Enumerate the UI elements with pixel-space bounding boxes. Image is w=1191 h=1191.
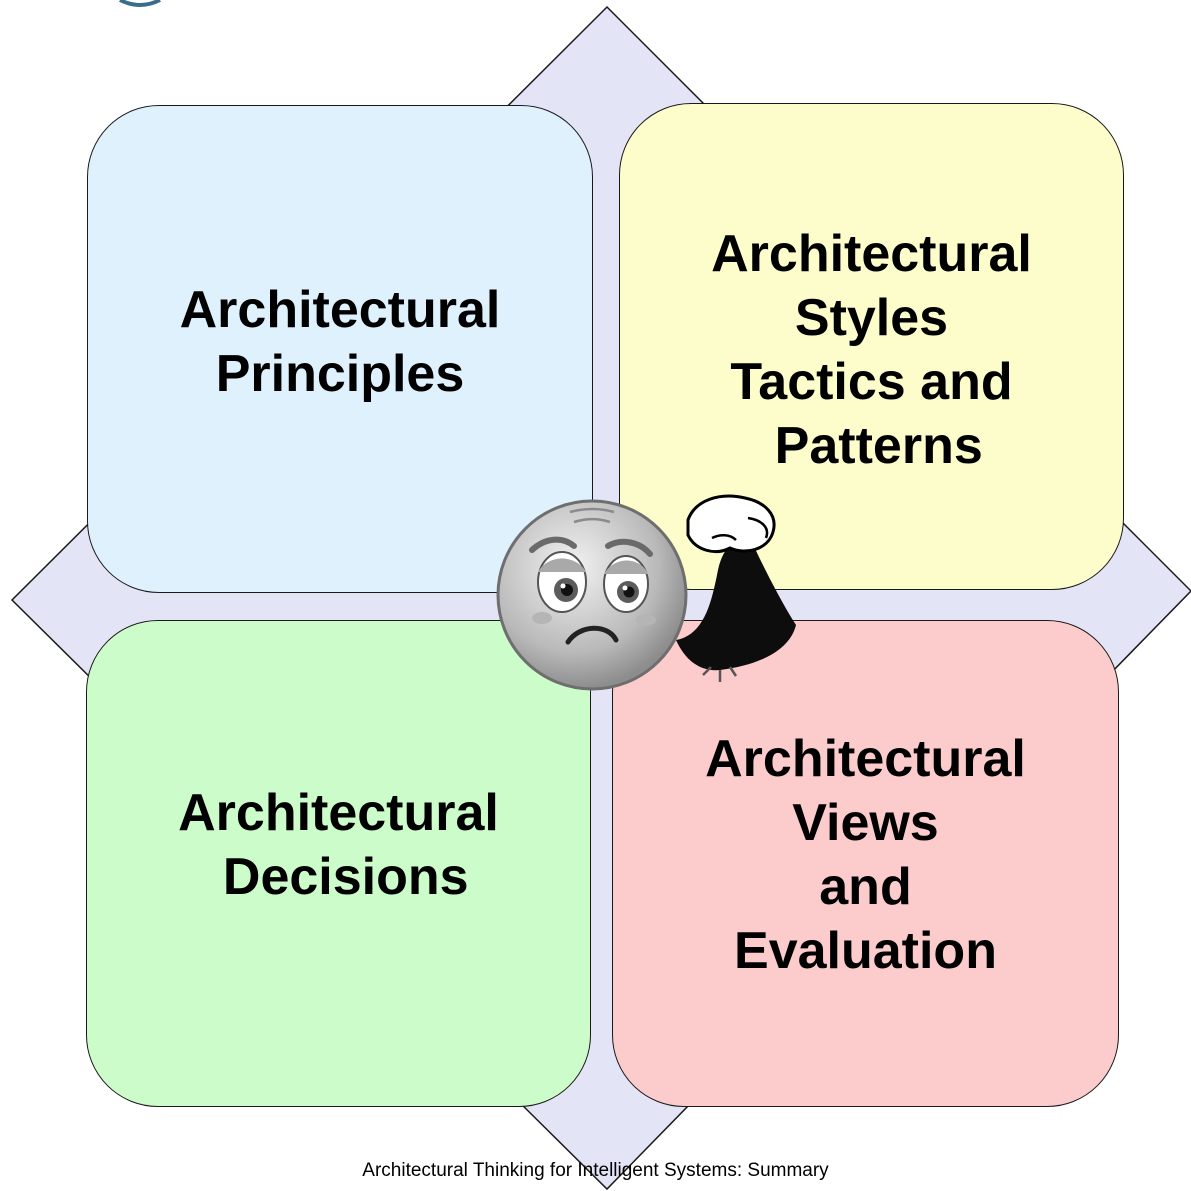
decisions-box: Architectural Decisions (86, 620, 591, 1107)
label-line: Views (792, 794, 939, 852)
label-line: Architectural (179, 281, 501, 339)
label-line: Styles (794, 289, 949, 347)
label-line: Evaluation (734, 922, 997, 980)
footer-caption: Architectural Thinking for Intelligent S… (362, 1160, 829, 1181)
label-line: Tactics and (730, 353, 1013, 411)
label-line: Architectural (705, 730, 1026, 788)
label-line: Architectural (711, 225, 1032, 283)
label-line: Patterns (760, 417, 983, 475)
decorative-corner-mark (119, 0, 161, 7)
label-line: and (819, 858, 912, 916)
label-line: Decisions (208, 848, 469, 906)
decisions-label: Architectural Decisions (87, 781, 590, 909)
label-line: Principles (215, 345, 465, 403)
worried-face-flexing-arm-icon (496, 494, 796, 691)
label-line: Architectural (178, 784, 499, 842)
